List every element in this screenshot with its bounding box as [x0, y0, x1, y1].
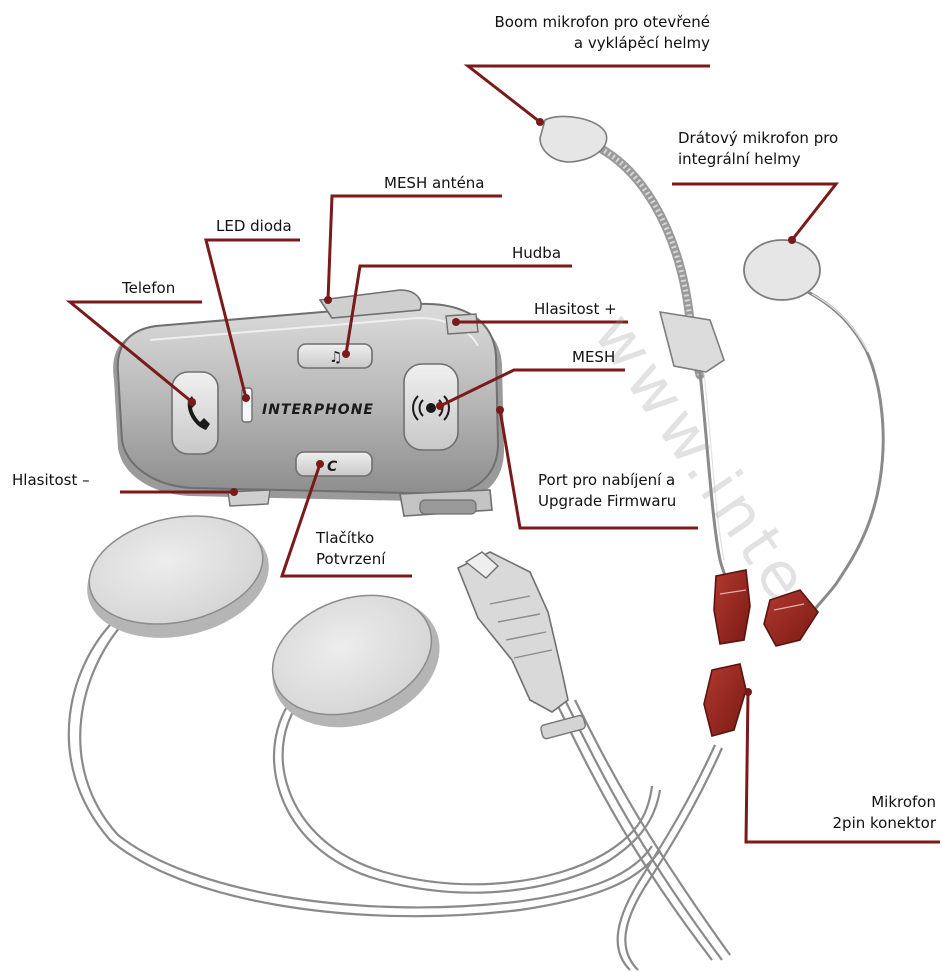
volume-plus-label: Hlasitost + — [534, 299, 617, 320]
confirm-letter: C — [327, 459, 338, 475]
left-speaker — [76, 501, 280, 654]
brand-logo: INTERPHONE — [262, 402, 374, 418]
boom-mic-label: Boom mikrofon pro otevřené a vyklápěcí h… — [440, 12, 710, 54]
led-label: LED dioda — [216, 216, 292, 237]
phone-button[interactable] — [172, 372, 218, 454]
music-glyph: ♫ — [329, 348, 342, 366]
port-label: Port pro nabíjení a Upgrade Firmwaru — [538, 470, 676, 512]
mesh-label: MESH — [572, 347, 615, 368]
mic-connector-label: Mikrofon 2pin konektor — [780, 792, 936, 834]
confirm-label: Tlačítko Potvrzení — [316, 528, 385, 570]
mesh-antenna-label: MESH anténa — [384, 173, 485, 194]
audio-connector — [458, 552, 586, 740]
volume-minus-label: Hlasitost – — [12, 470, 90, 491]
right-speaker — [254, 574, 458, 749]
wired-mic-label: Drátový mikrofon pro integrální helmy — [678, 128, 838, 170]
music-label: Hudba — [512, 243, 561, 264]
phone-label: Telefon — [122, 278, 175, 299]
red-connector-2pin — [704, 664, 746, 736]
